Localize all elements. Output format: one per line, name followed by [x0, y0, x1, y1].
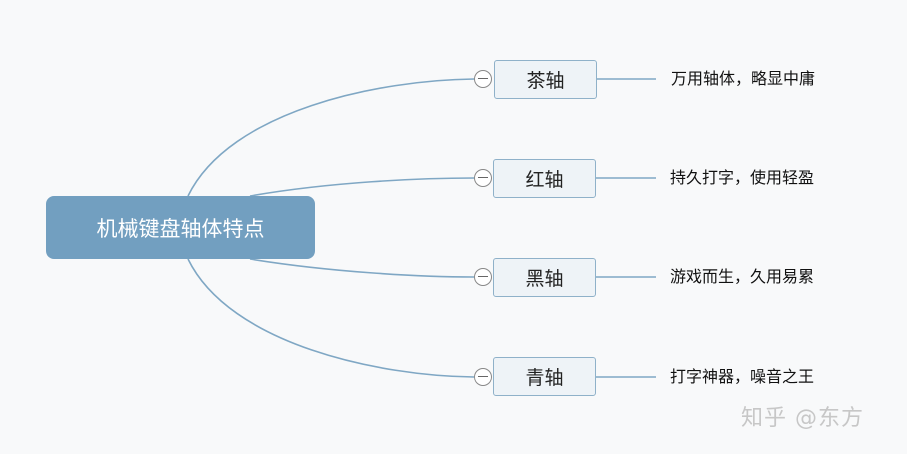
branch-topic-label: 黑轴: [525, 268, 564, 290]
collapse-toggle-icon[interactable]: [474, 368, 492, 386]
leaf-note-4[interactable]: 打字神器，噪音之王: [670, 367, 815, 386]
connector-branch-2: [249, 177, 475, 197]
branch-topic-label: 红轴: [525, 169, 564, 191]
branch-topic-2[interactable]: 红轴: [493, 159, 596, 198]
leaf-note-3[interactable]: 游戏而生，久用易累: [670, 267, 815, 286]
root-topic-label: 机械键盘轴体特点: [96, 216, 265, 241]
collapse-toggle-icon[interactable]: [474, 169, 492, 187]
branch-topic-label: 茶轴: [526, 70, 565, 92]
connector-branch-4: [187, 258, 475, 378]
connector-branch-1: [187, 78, 475, 197]
leaf-note-2[interactable]: 持久打字，使用轻盈: [670, 168, 815, 187]
leaf-note-1[interactable]: 万用轴体，略显中庸: [671, 69, 816, 88]
collapse-toggle-icon[interactable]: [474, 268, 492, 286]
root-topic[interactable]: 机械键盘轴体特点: [46, 196, 315, 259]
zhihu-watermark: 知乎 @东方: [741, 406, 864, 431]
branch-topic-1[interactable]: 茶轴: [494, 60, 597, 99]
branch-topic-4[interactable]: 青轴: [493, 357, 596, 396]
branch-topic-label: 青轴: [525, 367, 564, 389]
collapse-toggle-icon[interactable]: [474, 70, 492, 88]
connector-branch-3: [249, 258, 475, 278]
branch-topic-3[interactable]: 黑轴: [493, 258, 596, 297]
